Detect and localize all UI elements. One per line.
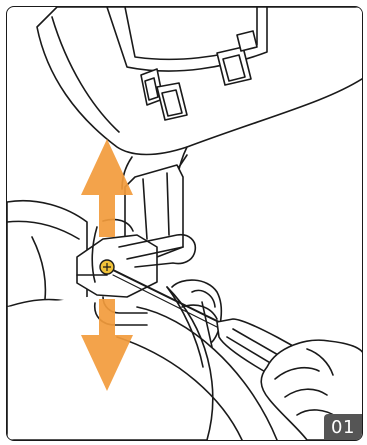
step-number-label: 01: [331, 417, 355, 438]
console-housing: [37, 7, 362, 189]
instruction-step-frame: 01: [6, 6, 363, 441]
screw-icon: [100, 260, 114, 274]
instruction-illustration: [7, 7, 362, 440]
step-number-badge: 01: [324, 414, 362, 440]
